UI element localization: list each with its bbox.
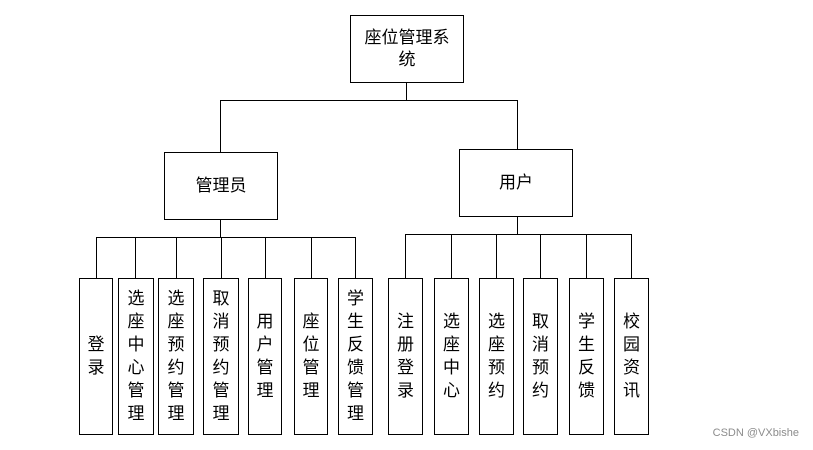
admin-leaf-seat-reservation-management: 选座预约管理 [158,278,194,435]
user-leaf-register-login: 注册登录 [388,278,423,435]
user-node-label: 用户 [499,173,533,193]
admin-leaf-connector [135,237,136,278]
leaf-label: 用户管理 [256,311,274,401]
admin-leaf-student-feedback-management: 学生反馈管理 [338,278,373,435]
user-node: 用户 [459,149,573,217]
leaf-label: 选座中心管理 [127,288,145,424]
admin-leaf-connector [96,237,97,278]
admin-leaf-connector [176,237,177,278]
leaf-label: 登录 [87,334,105,378]
user-leaf-connector [586,234,587,278]
admin-leaf-user-management: 用户管理 [248,278,282,435]
admin-leaf-seat-center-management: 选座中心管理 [118,278,154,435]
leaf-label: 校园资讯 [623,311,640,401]
root-branch-line [220,100,518,101]
admin-stem-line [220,219,221,237]
user-leaf-student-feedback: 学生反馈 [569,278,604,435]
user-leaf-connector [405,234,406,278]
leaf-label: 选座预约 [488,311,505,401]
leaf-label: 选座预约管理 [167,288,185,424]
admin-node-label: 管理员 [195,176,247,196]
admin-leaf-connector [221,237,222,278]
leaf-label: 学生反馈管理 [347,288,364,424]
user-leaf-connector [631,234,632,278]
admin-leaf-connector [265,237,266,278]
user-leaf-connector [540,234,541,278]
user-branch-line [405,234,632,235]
leaf-label: 座位管理 [302,311,320,401]
admin-branch-line [96,237,356,238]
user-leaf-connector [496,234,497,278]
user-leaf-seat-reservation: 选座预约 [479,278,514,435]
leaf-label: 取消预约管理 [212,288,230,424]
root-node: 座位管理系统 [350,15,464,83]
leaf-label: 学生反馈 [578,311,595,401]
user-leaf-campus-news: 校园资讯 [614,278,649,435]
watermark-text: CSDN @VXbishe [712,427,799,439]
root-node-label: 座位管理系统 [364,28,450,70]
admin-node: 管理员 [164,152,278,220]
admin-drop-line [220,100,221,152]
leaf-label: 选座中心 [443,311,460,401]
admin-leaf-connector [355,237,356,278]
admin-leaf-connector [311,237,312,278]
admin-leaf-cancel-reservation-management: 取消预约管理 [203,278,239,435]
user-stem-line [517,216,518,234]
user-leaf-cancel-reservation: 取消预约 [523,278,558,435]
leaf-label: 取消预约 [532,311,549,401]
admin-leaf-login: 登录 [79,278,113,435]
root-connector [406,82,407,101]
admin-leaf-seat-management: 座位管理 [294,278,328,435]
user-leaf-seat-center: 选座中心 [434,278,469,435]
user-leaf-connector [451,234,452,278]
leaf-label: 注册登录 [397,311,414,401]
user-drop-line [517,100,518,150]
